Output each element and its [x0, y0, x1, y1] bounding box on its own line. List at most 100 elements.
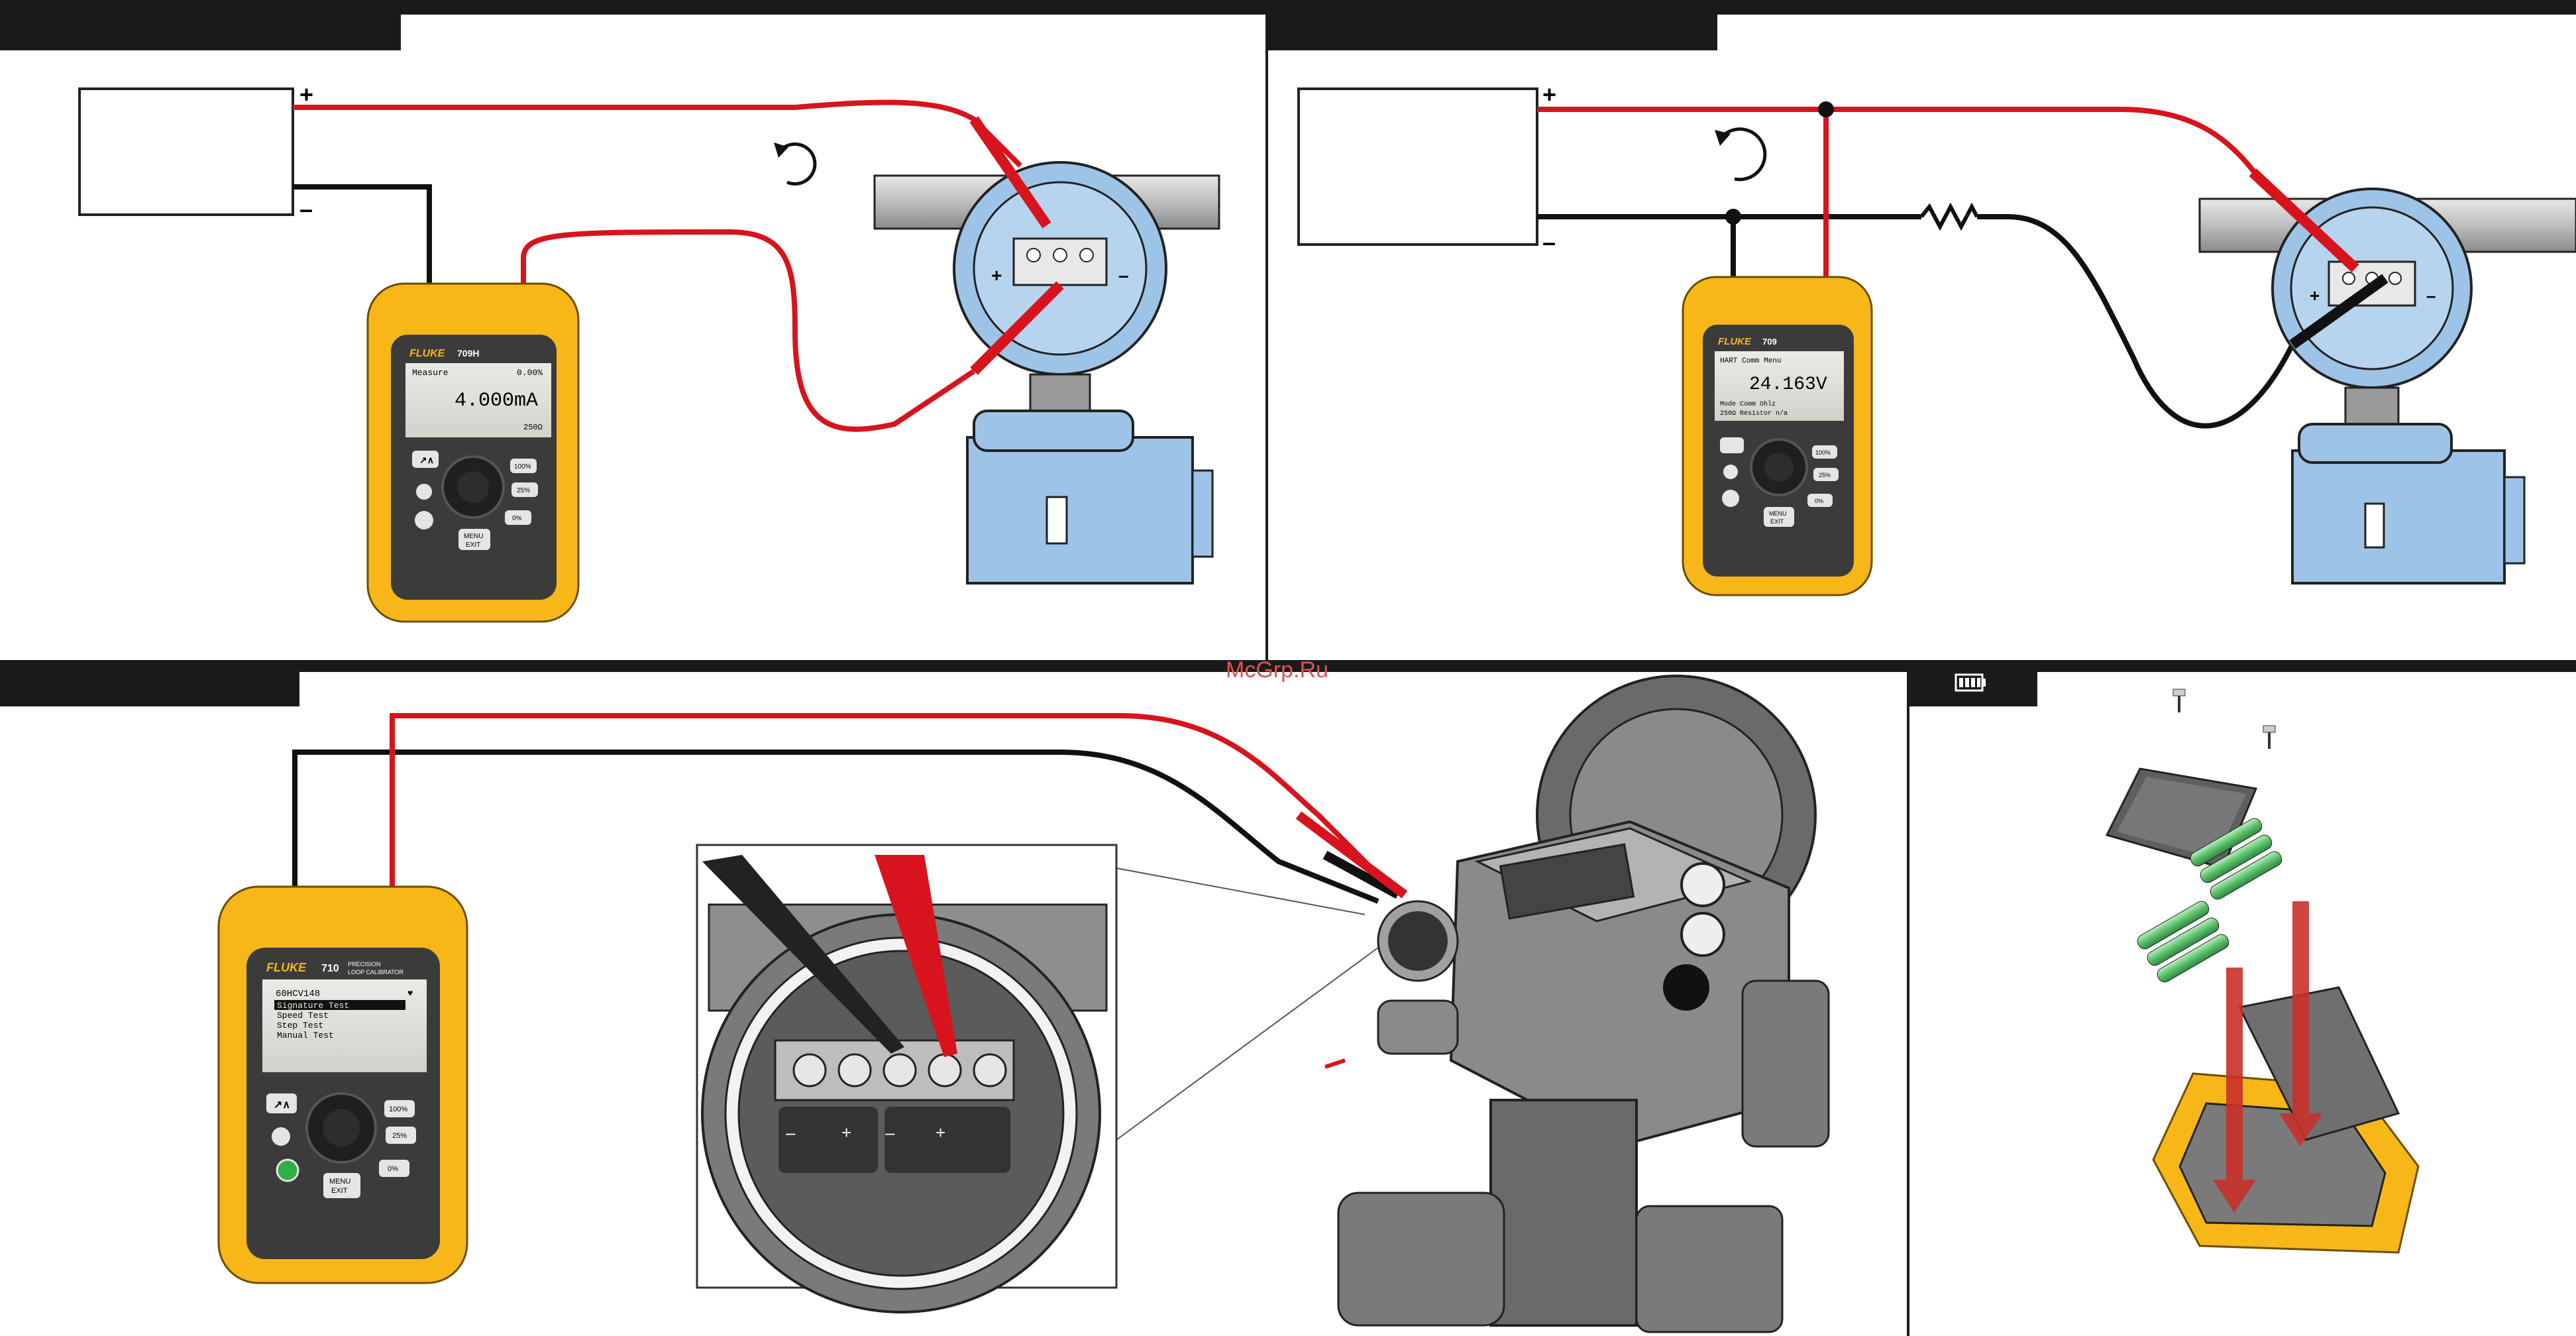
btn-0-label: 0%: [388, 1165, 398, 1173]
pressure-transmitter: + –: [873, 116, 1220, 584]
button-100[interactable]: [510, 459, 537, 473]
menu-label: MENU: [464, 533, 483, 540]
device-tag: 60HCV148: [276, 989, 320, 999]
btn-0-label: 0%: [1815, 498, 1823, 504]
btn-25-label: 25%: [392, 1132, 407, 1140]
junction-dot: [1725, 209, 1741, 225]
menu-button[interactable]: [458, 529, 490, 550]
btn-100-label: 100%: [389, 1105, 407, 1113]
button-25[interactable]: [511, 482, 538, 497]
terminal-screws: [792, 1053, 1007, 1087]
hart-icon: ↗∧: [274, 1099, 290, 1111]
btn-25-label: 25%: [517, 487, 530, 494]
terminal-minus: –: [2426, 286, 2436, 306]
panel-2: + – FLUKE 709 HART Comm Menu 24.163V Mod…: [1297, 81, 2576, 596]
red-lead-2: [521, 229, 976, 432]
junction-dot: [1818, 101, 1834, 117]
terminal-sign: +: [936, 1123, 945, 1142]
button-0[interactable]: [1807, 494, 1833, 507]
brand-logo: FLUKE: [266, 961, 307, 974]
button-25[interactable]: [386, 1127, 416, 1144]
terminal-zoom-inset: – + – +: [696, 844, 1379, 1312]
screw-icon: [2263, 725, 2276, 749]
brand-logo: FLUKE: [1718, 336, 1752, 347]
hart-button[interactable]: [1720, 437, 1744, 453]
power-supply-box: [78, 87, 294, 216]
menu-item-speed-test[interactable]: Speed Test: [277, 1011, 329, 1021]
btn-100-label: 100%: [514, 463, 531, 471]
button-25[interactable]: [1813, 468, 1839, 481]
supply-minus-label: –: [299, 195, 313, 223]
backlight-button[interactable]: [272, 1127, 290, 1146]
model-label: 710: [321, 963, 339, 974]
calibrator-709: FLUKE 709 HART Comm Menu 24.163V Mode Co…: [1682, 276, 1873, 596]
power-button[interactable]: [276, 1158, 299, 1182]
red-lead: [390, 713, 1393, 891]
watermark: McGrp.Ru: [1226, 657, 1328, 683]
supply-plus-label: +: [299, 81, 313, 108]
aa-batteries-bottom: [2137, 901, 2229, 983]
black-lead: [292, 750, 1379, 904]
button-0[interactable]: [379, 1160, 409, 1177]
button-100[interactable]: [384, 1100, 415, 1117]
subtitle-1: PRECISION: [348, 961, 381, 968]
lcd-screen: [262, 979, 427, 1072]
btn-25-label: 25%: [1819, 472, 1831, 478]
menu-item-manual-test[interactable]: Manual Test: [277, 1030, 334, 1040]
subtitle-2: LOOP CALIBRATOR: [348, 969, 404, 975]
brand-logo: FLUKE: [409, 348, 446, 359]
panel-1: + – FLUKE 709H Measure 0.00% 4.000mA 250…: [78, 81, 1220, 623]
button-0[interactable]: [505, 510, 531, 525]
lcd-screen: [405, 363, 551, 437]
menu-label: MENU: [329, 1178, 350, 1186]
btn-100-label: 100%: [1815, 449, 1831, 456]
valve-positioner: [1324, 675, 1830, 1333]
menu-item-step-test[interactable]: Step Test: [277, 1021, 323, 1030]
terminal-plus: +: [991, 265, 1002, 286]
screen-header: HART Comm Menu: [1720, 357, 1781, 365]
terminal-sign: –: [786, 1123, 796, 1142]
screen-mode: Mode Comm Ohlz: [1720, 400, 1776, 408]
exit-label: EXIT: [466, 541, 480, 549]
red-probe: [875, 855, 957, 1057]
menu-button[interactable]: [323, 1173, 360, 1198]
button-100[interactable]: [1812, 445, 1837, 459]
screw-icon: [2173, 689, 2186, 712]
menu-highlight[interactable]: [274, 1000, 405, 1010]
hart-button[interactable]: [266, 1093, 297, 1113]
backlight-button[interactable]: [1723, 465, 1738, 479]
terminal-minus: –: [1118, 265, 1129, 286]
model-label: 709H: [457, 348, 479, 359]
exit-label: EXIT: [1770, 518, 1784, 525]
supply2-plus-label: +: [1542, 81, 1556, 108]
exit-label: EXIT: [331, 1187, 348, 1195]
terminal-sign: +: [841, 1123, 851, 1142]
battery-icon: [1955, 673, 1986, 692]
terminal-sign: –: [885, 1123, 895, 1142]
calibrator-709h: FLUKE 709H Measure 0.00% 4.000mA 250Ω ↗∧…: [366, 282, 580, 623]
calibrator-710: FLUKE 710 PRECISION LOOP CALIBRATOR 60HC…: [217, 885, 468, 1284]
power-supply-box-2: [1297, 87, 1538, 246]
black-lead: [293, 184, 432, 285]
model-label: 709: [1762, 337, 1777, 347]
resistor-icon: [1919, 202, 1979, 231]
btn-0-label: 0%: [512, 515, 522, 522]
current-flow-arrow-icon: [1715, 127, 1767, 182]
screen-mode: Measure: [412, 368, 449, 378]
power-button[interactable]: [1722, 490, 1739, 507]
power-button[interactable]: [415, 511, 433, 529]
menu-button[interactable]: [1764, 507, 1794, 527]
screen-percent: 0.00%: [517, 368, 543, 378]
terminal-plus: +: [2310, 286, 2320, 306]
menu-item-signature-test[interactable]: Signature Test: [277, 1001, 349, 1011]
black-probe: [702, 855, 904, 1054]
red-lead: [1537, 107, 2262, 181]
hart-button[interactable]: [412, 451, 439, 468]
screen-reading: 24.163V: [1749, 374, 1827, 395]
heart-icon: ♥: [407, 987, 413, 998]
backlight-button[interactable]: [416, 484, 432, 500]
screen-reading: 4.000mA: [455, 390, 538, 412]
supply2-minus-label: –: [1542, 229, 1556, 256]
